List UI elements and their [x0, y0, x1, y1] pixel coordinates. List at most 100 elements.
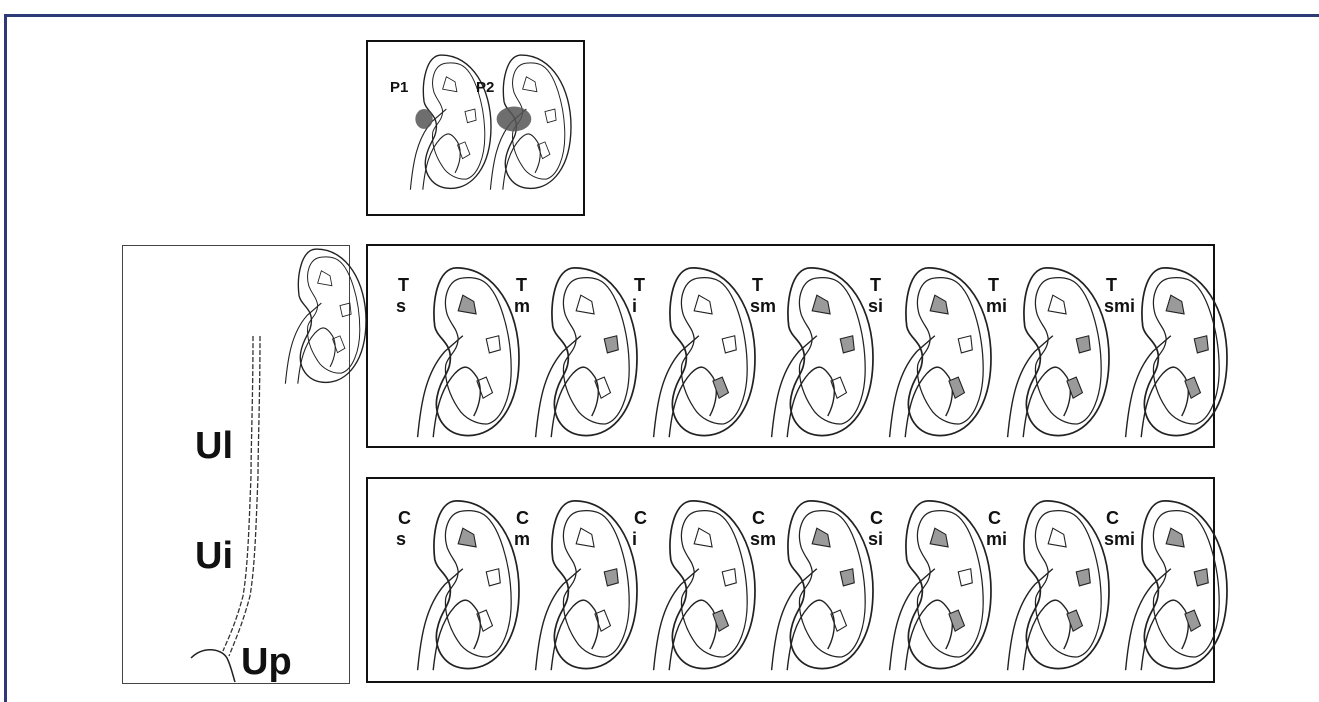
- pelvis-edge: [905, 367, 952, 437]
- kidney-t-sm: [772, 268, 873, 437]
- label-ui: Ui: [195, 535, 233, 577]
- kidney-sinus: [1153, 278, 1219, 424]
- calyx-inferior: [333, 336, 345, 353]
- calyx-superior: [812, 295, 830, 314]
- calyx-superior: [1166, 295, 1184, 314]
- kidney-sinus: [445, 511, 511, 657]
- calyx-middle: [840, 569, 854, 586]
- kidney-sinus: [1035, 278, 1101, 424]
- kidney-sinus: [1035, 511, 1101, 657]
- kidney-sinus: [681, 278, 747, 424]
- kidney-c-sm: [772, 501, 873, 670]
- label-letter: C: [398, 508, 411, 528]
- label-sub: mi: [986, 296, 1007, 316]
- ureter-svg: Ul Ui Up: [123, 246, 351, 685]
- pelvis-edge: [787, 367, 834, 437]
- kidney-t-smi: [1126, 268, 1227, 437]
- label-letter: C: [516, 508, 529, 528]
- label-sub: i: [632, 296, 637, 316]
- label-p1: P1: [390, 79, 408, 96]
- calyx-superior: [1048, 528, 1066, 547]
- kidney-c-si: [890, 501, 991, 670]
- calyx-middle: [486, 569, 500, 586]
- kidney-t-s: [418, 268, 519, 437]
- pelvis-edge: [1023, 600, 1070, 670]
- kidney-sinus: [563, 278, 629, 424]
- label-sub: m: [514, 529, 530, 549]
- calyx-middle: [1194, 569, 1208, 586]
- pelvis-stone: [415, 109, 432, 129]
- calyx-middle: [958, 336, 972, 353]
- calyx-superior: [443, 77, 457, 92]
- kidney-c-mi: [1008, 501, 1109, 670]
- pelvis-stone: [497, 107, 532, 132]
- kidney-p2: [490, 55, 571, 190]
- label-p2: P2: [476, 79, 494, 96]
- label-letter: C: [634, 508, 647, 528]
- label-sub: s: [396, 296, 406, 316]
- kidney-sinus: [799, 511, 865, 657]
- label-sub: sm: [750, 529, 776, 549]
- pelvis-panel: P1 P2: [366, 40, 585, 216]
- pelvis-edge: [551, 600, 598, 670]
- label-letter: T: [398, 275, 409, 295]
- kidney-t-i: [654, 268, 755, 437]
- pelvis-edge: [503, 134, 540, 190]
- calyx-inferior: [477, 610, 493, 631]
- bladder-outline: [191, 650, 235, 682]
- calyx-superior: [1048, 295, 1066, 314]
- calyx-inferior: [949, 377, 965, 398]
- calyx-superior: [576, 295, 594, 314]
- label-sub: si: [868, 529, 883, 549]
- calyx-middle: [958, 569, 972, 586]
- pelvis-edge: [433, 600, 480, 670]
- label-sub: m: [514, 296, 530, 316]
- kidney-c-s: [418, 501, 519, 670]
- label-letter: T: [752, 275, 763, 295]
- calyx-middle: [486, 336, 500, 353]
- calyx-inferior: [538, 142, 550, 159]
- label-letter: T: [870, 275, 881, 295]
- label-up: Up: [241, 641, 292, 683]
- calyx-inferior: [595, 377, 611, 398]
- kidney-sinus: [563, 511, 629, 657]
- calyx-middle: [1076, 569, 1090, 586]
- label-letter: T: [988, 275, 999, 295]
- calyx-inferior: [1067, 610, 1083, 631]
- label-letter: C: [1106, 508, 1119, 528]
- label-letter: C: [752, 508, 765, 528]
- calyx-superior: [576, 528, 594, 547]
- calyx-inferior: [949, 610, 965, 631]
- pelvis-edge: [1141, 367, 1188, 437]
- kidney-sinus: [917, 278, 983, 424]
- kidney-t-si: [890, 268, 991, 437]
- calyx-superior: [694, 295, 712, 314]
- label-ul: Ul: [195, 425, 233, 467]
- calyx-middle: [604, 569, 618, 586]
- pelvis-edge: [905, 600, 952, 670]
- ureter-panel: Ul Ui Up: [122, 245, 350, 684]
- t-svg: TsTmTiTsmTsiTmiTsmi: [368, 246, 1217, 450]
- kidney-sinus: [799, 278, 865, 424]
- calyx-inferior: [713, 377, 729, 398]
- label-letter: C: [988, 508, 1001, 528]
- label-letter: T: [634, 275, 645, 295]
- label-letter: T: [516, 275, 527, 295]
- pelvis-edge: [787, 600, 834, 670]
- label-letter: T: [1106, 275, 1117, 295]
- kidney-c-i: [654, 501, 755, 670]
- kidney-sinus: [1153, 511, 1219, 657]
- pelvis-edge: [669, 367, 716, 437]
- pelvis-edge: [1141, 600, 1188, 670]
- pelvis-edge: [298, 328, 335, 384]
- label-sub: smi: [1104, 296, 1135, 316]
- calyx-superior: [458, 528, 476, 547]
- kidney-sinus: [917, 511, 983, 657]
- kidney-c-smi: [1126, 501, 1227, 670]
- calyx-superior: [523, 77, 537, 92]
- calyx-middle: [604, 336, 618, 353]
- kidney-c-m: [536, 501, 637, 670]
- label-sub: sm: [750, 296, 776, 316]
